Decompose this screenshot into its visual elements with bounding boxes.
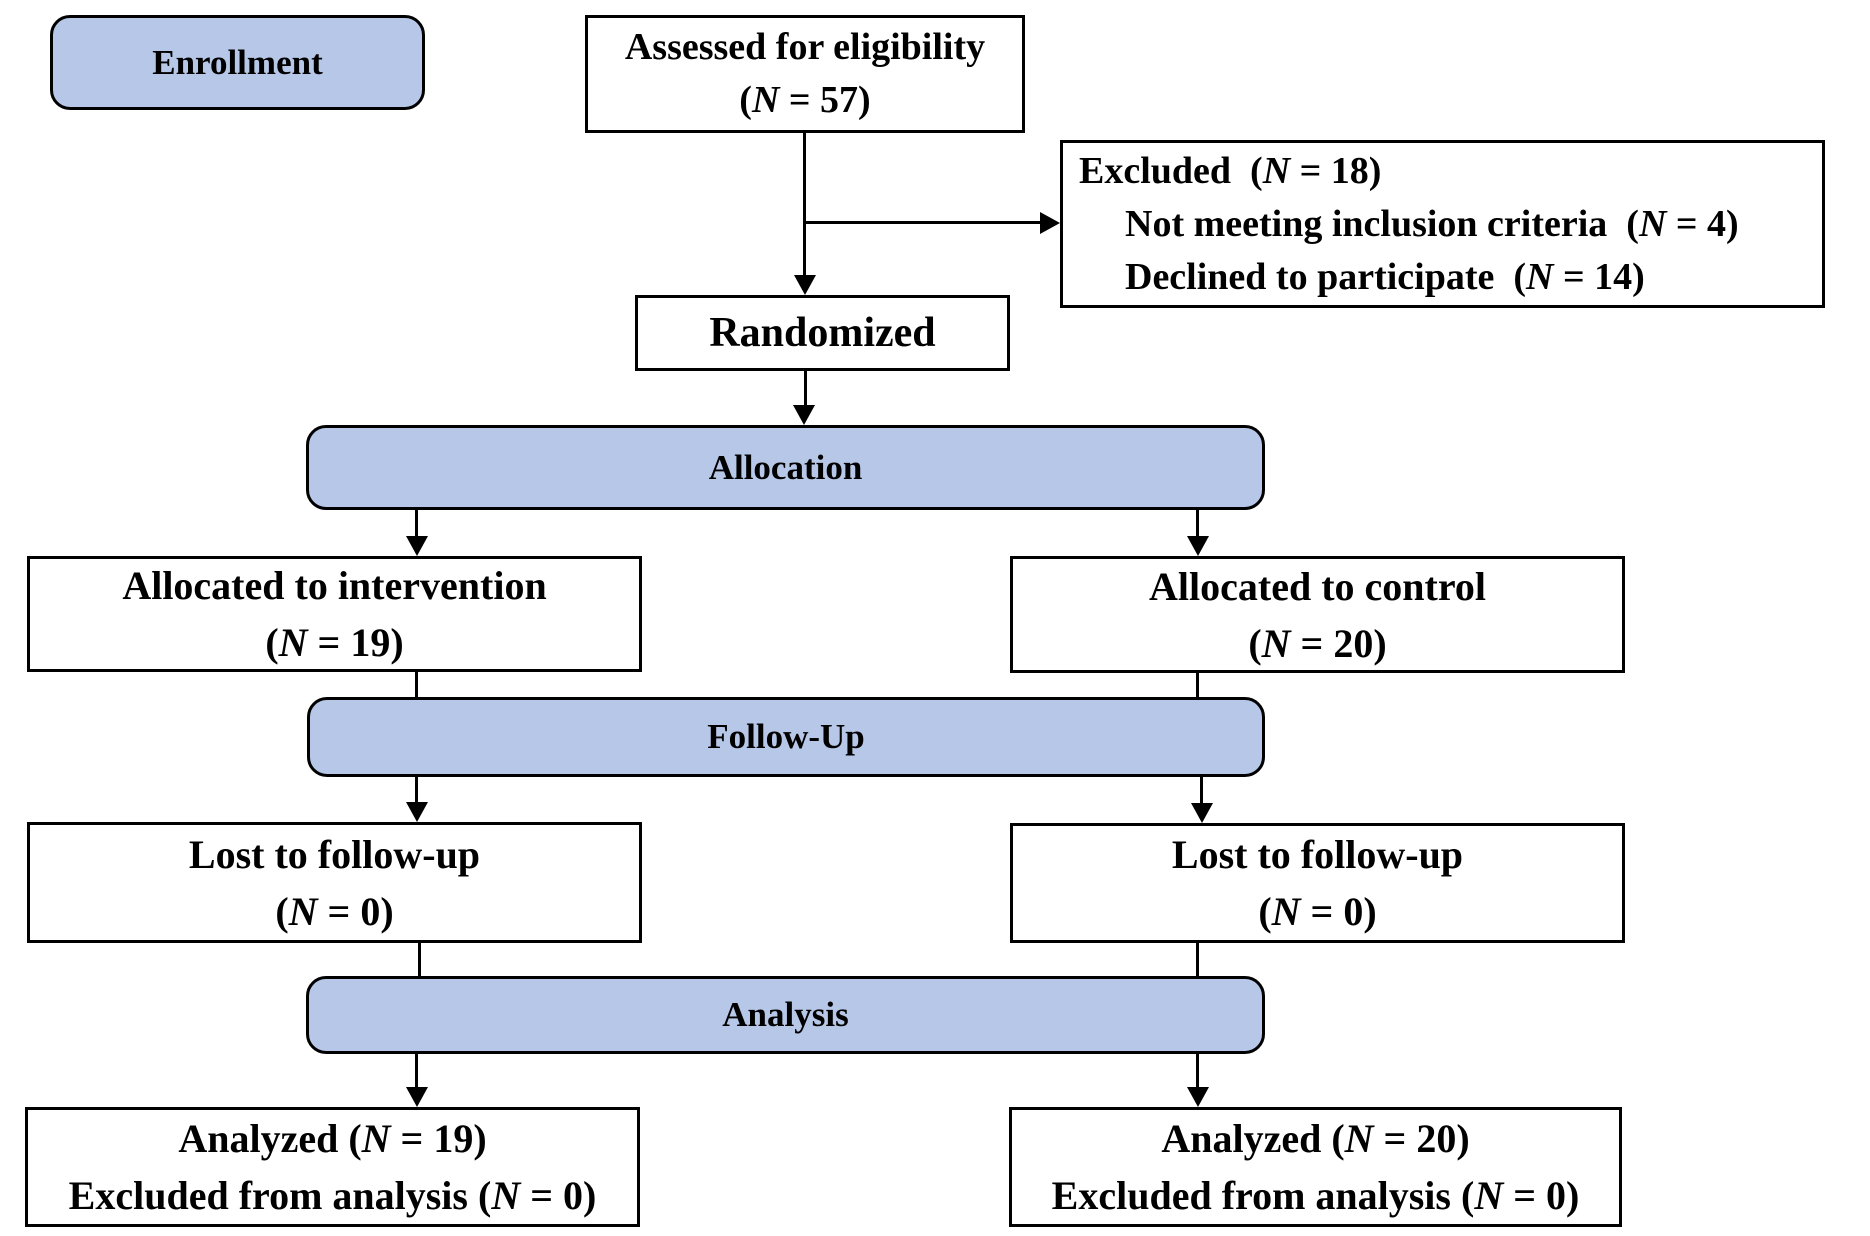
arrowhead-down-icon	[1187, 1087, 1209, 1107]
stage-label: Allocation	[708, 447, 863, 487]
connector-analysis-to-analyzed-right	[1196, 1054, 1199, 1091]
assessed-for-eligibility-box: Assessed for eligibility (N = 57)	[585, 15, 1025, 133]
box-text-line: Lost to follow-up	[188, 831, 481, 877]
box-text-line: (N = 0)	[1258, 889, 1377, 934]
arrowhead-down-icon	[406, 1087, 428, 1107]
randomized-box: Randomized	[635, 295, 1010, 371]
stage-label: Enrollment	[152, 42, 323, 82]
connector-followup-to-lost-left	[415, 777, 418, 806]
stage-label: Follow-Up	[707, 717, 865, 756]
box-text-line: Excluded from analysis (N = 0)	[68, 1173, 597, 1218]
analysis-stage-banner: Analysis	[306, 976, 1265, 1054]
box-text-line: (N = 20)	[1248, 620, 1387, 666]
stage-label: Analysis	[722, 995, 849, 1034]
allocated-intervention-box: Allocated to intervention (N = 19)	[27, 556, 642, 672]
arrowhead-down-icon	[793, 405, 815, 425]
box-text-line: (N = 19)	[265, 620, 404, 665]
box-text-line: Lost to follow-up	[1171, 832, 1464, 877]
connector-allocation-to-control	[1196, 510, 1199, 540]
box-text-line: Analyzed (N = 20)	[1161, 1116, 1470, 1161]
connector-assessed-to-excluded	[805, 221, 1042, 224]
box-text-line: (N = 0)	[275, 888, 394, 934]
box-text-line: (N = 57)	[739, 79, 871, 121]
box-text-line: Allocated to control	[1149, 563, 1486, 609]
box-text-line: Analyzed (N = 19)	[178, 1116, 487, 1161]
arrowhead-down-icon	[1187, 536, 1209, 556]
lost-followup-control-box: Lost to follow-up (N = 0)	[1010, 823, 1625, 943]
lost-followup-intervention-box: Lost to follow-up (N = 0)	[27, 822, 642, 943]
connector-followup-to-lost-right	[1200, 777, 1203, 807]
connector-lost-to-analysis-left	[418, 943, 421, 976]
box-text-line: Declined to participate (N = 14)	[1125, 255, 1645, 298]
analyzed-control-box: Analyzed (N = 20) Excluded from analysis…	[1009, 1107, 1622, 1227]
box-text-line: Excluded from analysis (N = 0)	[1051, 1173, 1580, 1218]
connector-lost-to-analysis-right	[1196, 943, 1199, 976]
arrowhead-down-icon	[406, 536, 428, 556]
allocated-control-box: Allocated to control (N = 20)	[1010, 556, 1625, 673]
connector-randomized-to-allocation	[804, 371, 807, 409]
connector-intervention-to-followup	[415, 672, 418, 697]
box-text-line: Assessed for eligibility	[624, 26, 986, 68]
allocation-stage-banner: Allocation	[306, 425, 1265, 510]
connector-analysis-to-analyzed-left	[415, 1054, 418, 1091]
connector-allocation-to-intervention	[415, 510, 418, 540]
arrowhead-down-icon	[1191, 803, 1213, 823]
connector-control-to-followup	[1196, 673, 1199, 697]
arrowhead-down-icon	[794, 275, 816, 295]
enrollment-stage-banner: Enrollment	[50, 15, 425, 110]
connector-assessed-to-randomized	[803, 133, 806, 279]
box-text-line: Randomized	[709, 310, 936, 356]
excluded-box: Excluded (N = 18) Not meeting inclusion …	[1060, 140, 1825, 308]
box-text-line: Excluded (N = 18)	[1079, 149, 1382, 192]
followup-stage-banner: Follow-Up	[307, 697, 1265, 777]
analyzed-intervention-box: Analyzed (N = 19) Excluded from analysis…	[25, 1107, 640, 1227]
box-text-line: Not meeting inclusion criteria (N = 4)	[1125, 202, 1739, 245]
arrowhead-right-icon	[1040, 212, 1060, 234]
arrowhead-down-icon	[406, 802, 428, 822]
box-text-line: Allocated to intervention	[122, 563, 547, 608]
